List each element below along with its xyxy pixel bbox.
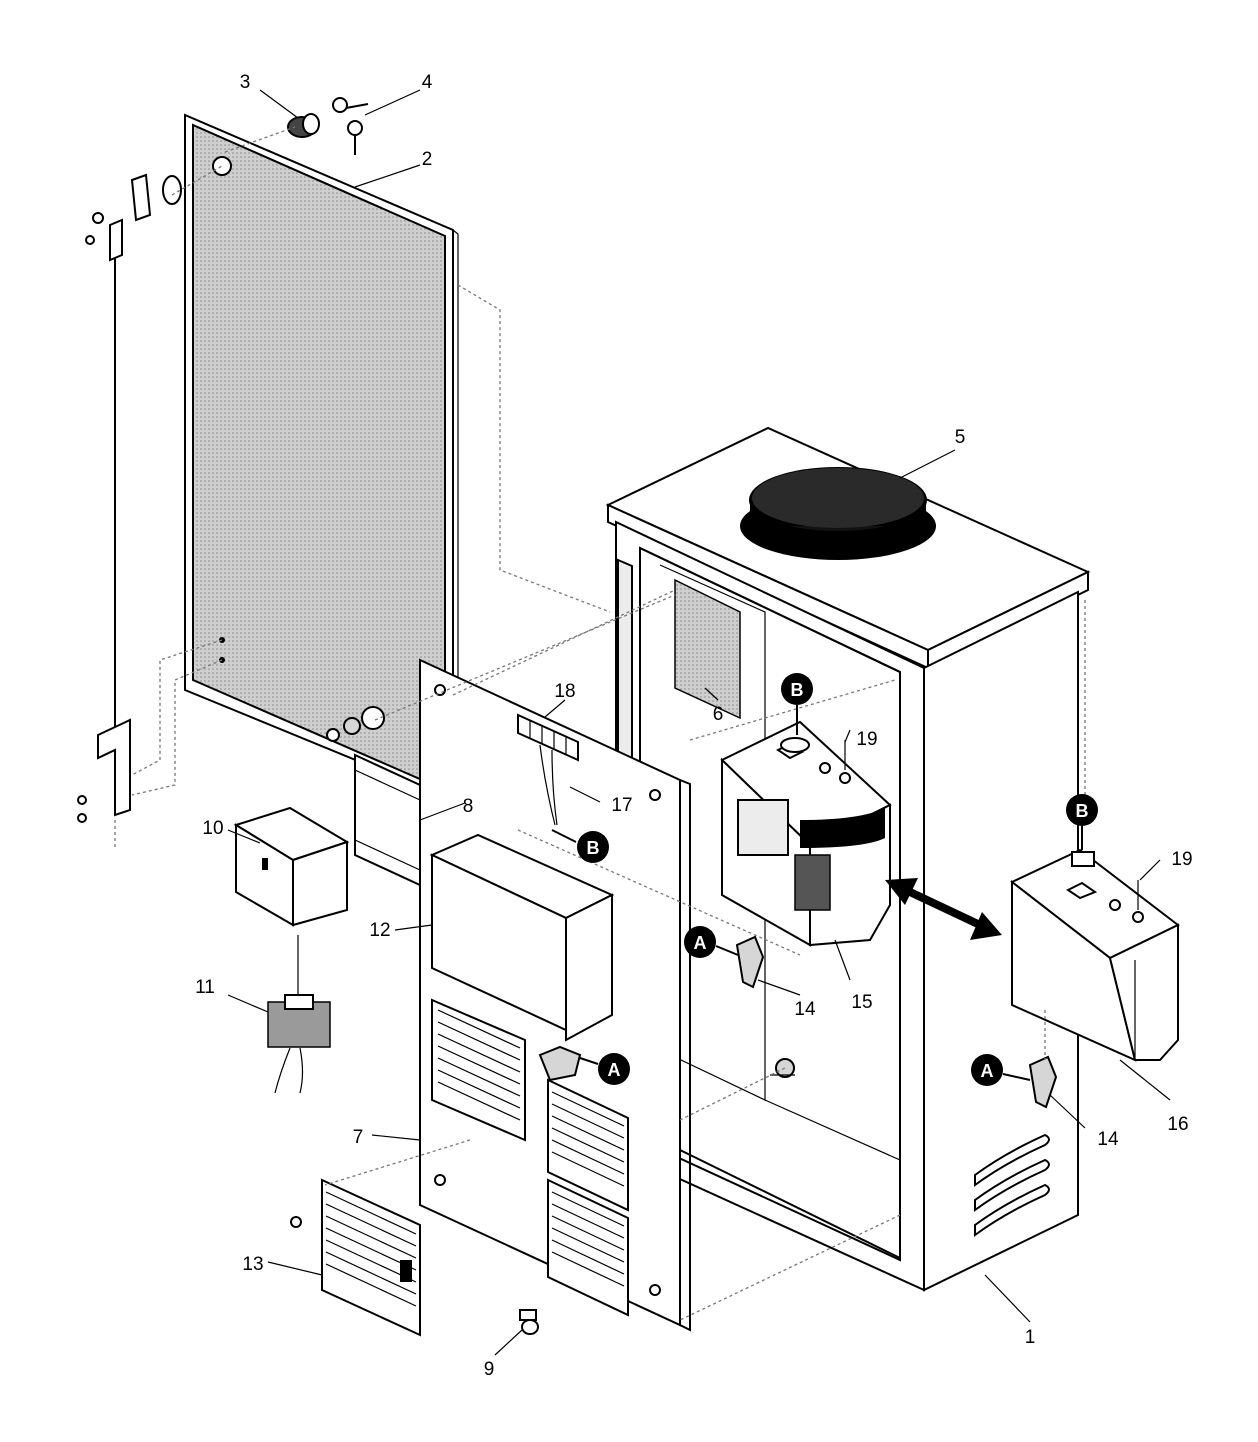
callout-8: 8 bbox=[463, 796, 474, 817]
clip-b-right bbox=[1071, 851, 1095, 867]
door-rod-assembly bbox=[77, 173, 182, 823]
callout-13: 13 bbox=[242, 1254, 263, 1275]
svg-text:B: B bbox=[587, 838, 600, 858]
grommet-inner bbox=[770, 1058, 795, 1078]
callout-17: 17 bbox=[611, 795, 632, 816]
terminal-strip-middle bbox=[547, 1078, 629, 1212]
svg-text:B: B bbox=[791, 680, 804, 700]
callout-11: 11 bbox=[195, 977, 215, 998]
swap-arrow-icon bbox=[885, 878, 1002, 940]
controller-module bbox=[720, 720, 892, 947]
callout-18: 18 bbox=[554, 681, 575, 702]
vent-cap bbox=[740, 467, 936, 560]
transformer-box bbox=[233, 806, 350, 927]
callout-numbers: 3 4 2 5 18 6 19 8 17 10 19 12 11 14 15 1… bbox=[195, 72, 1192, 1380]
vent-slots bbox=[974, 1133, 1050, 1237]
replacement-controller bbox=[1010, 848, 1180, 1062]
badge-a-right: A bbox=[971, 1054, 1031, 1086]
callout-3: 3 bbox=[240, 72, 251, 93]
clip-b-upper bbox=[780, 737, 810, 753]
callout-19-right: 19 bbox=[1171, 849, 1192, 870]
lock-cylinder bbox=[287, 113, 320, 138]
callout-15: 15 bbox=[851, 992, 872, 1013]
callout-16: 16 bbox=[1167, 1114, 1188, 1135]
terminal-strip-upper-left bbox=[431, 998, 526, 1142]
transformer bbox=[267, 935, 331, 1094]
connector-block bbox=[517, 713, 579, 826]
callout-14-right: 14 bbox=[1097, 1129, 1119, 1150]
callout-14-left: 14 bbox=[794, 999, 816, 1020]
callout-9: 9 bbox=[484, 1359, 495, 1380]
callout-10: 10 bbox=[202, 818, 223, 839]
callout-1: 1 bbox=[1025, 1327, 1036, 1348]
back-plate bbox=[674, 578, 741, 720]
keys-icon bbox=[332, 97, 369, 155]
callout-2: 2 bbox=[422, 149, 433, 170]
callout-12: 12 bbox=[369, 920, 390, 941]
svg-text:A: A bbox=[608, 1060, 621, 1080]
callout-19-left: 19 bbox=[856, 729, 877, 750]
clip-14-left bbox=[735, 935, 765, 989]
badge-b-controller: B bbox=[781, 673, 813, 735]
svg-text:A: A bbox=[694, 933, 707, 953]
terminal-strip-lower bbox=[547, 1178, 629, 1317]
wiring-housing bbox=[429, 833, 615, 1042]
expansion-module bbox=[290, 1178, 421, 1337]
badge-a-backplane: A bbox=[579, 1053, 630, 1085]
callout-7: 7 bbox=[353, 1127, 364, 1148]
badge-a-left: A bbox=[684, 926, 739, 958]
badge-b-connector: B bbox=[551, 829, 609, 863]
callout-4: 4 bbox=[422, 72, 433, 93]
leader-lines bbox=[227, 89, 1171, 1356]
clip-a-backplane bbox=[538, 1045, 582, 1082]
callout-6: 6 bbox=[713, 704, 724, 725]
assembly-guides bbox=[114, 126, 1086, 1321]
svg-text:A: A bbox=[981, 1061, 994, 1081]
door-panel bbox=[184, 113, 459, 807]
grommet-set bbox=[326, 706, 385, 742]
svg-text:B: B bbox=[1076, 801, 1089, 821]
callout-5: 5 bbox=[955, 427, 966, 448]
fuse-holder bbox=[519, 1309, 539, 1335]
badge-b-replacement: B bbox=[1066, 794, 1098, 850]
